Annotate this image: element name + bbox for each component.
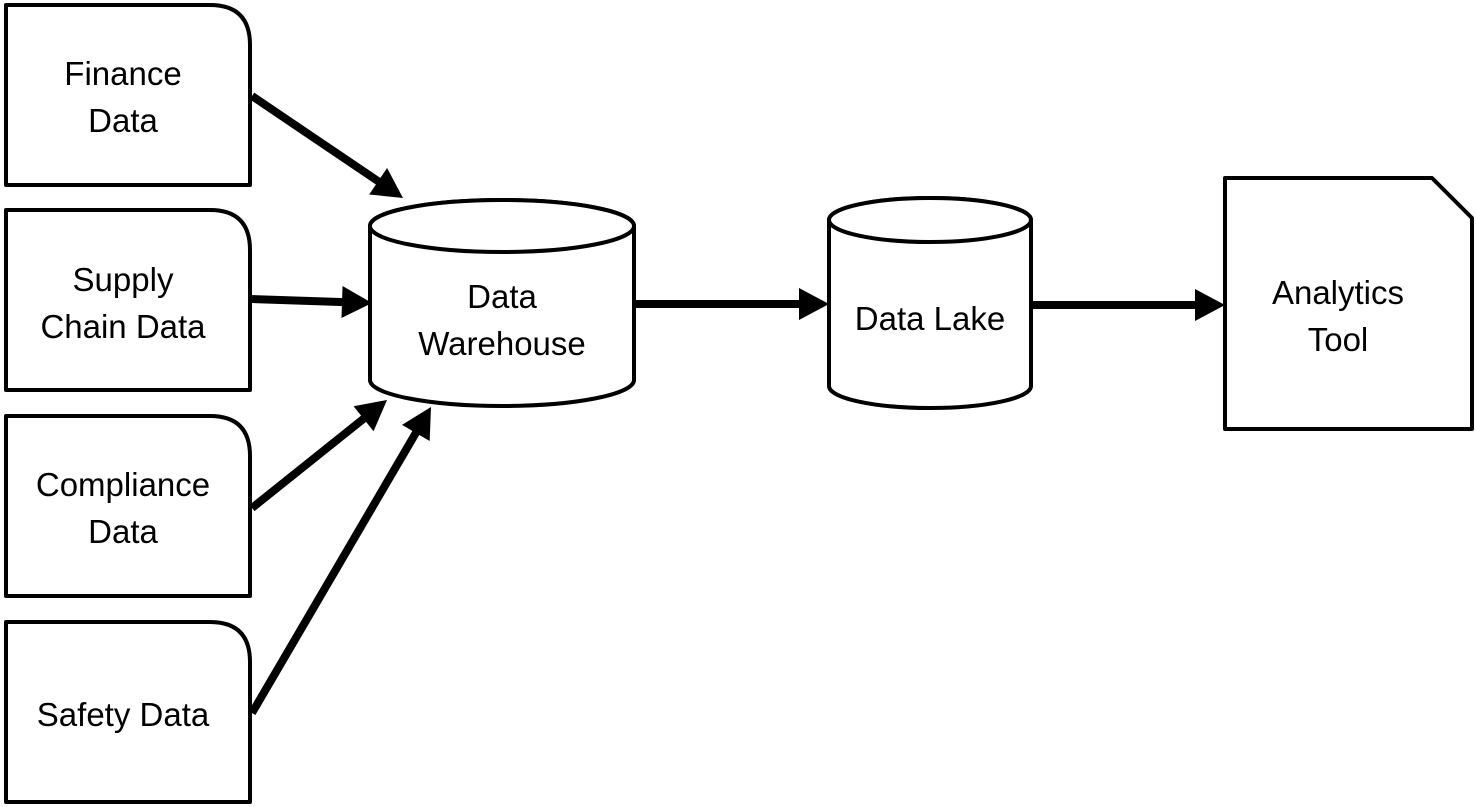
arrow-safety-to-warehouse-shaft	[248, 429, 421, 716]
arrow-lake-to-analytics-head	[1195, 289, 1225, 321]
arrow-compliance-to-warehouse	[249, 400, 387, 512]
source-label-finance-line-2: Data	[88, 102, 158, 139]
source-node-compliance: Compliance Data	[4, 414, 252, 598]
arrow-supply-chain-to-warehouse-head	[341, 286, 372, 318]
warehouse-cylinder-top	[368, 198, 636, 254]
warehouse-label-line-2: Warehouse	[418, 325, 586, 362]
arrow-finance-to-warehouse-head	[369, 167, 403, 198]
arrow-compliance-to-warehouse-shaft	[249, 414, 368, 512]
source-node-finance: Finance Data	[4, 3, 252, 187]
source-box-finance	[4, 3, 252, 187]
source-node-safety: Safety Data	[4, 620, 252, 804]
source-box-compliance	[4, 414, 252, 598]
arrow-warehouse-to-lake-head	[799, 288, 829, 320]
arrow-compliance-to-warehouse-head	[353, 400, 387, 432]
analytics-label-line-1: Analytics	[1272, 274, 1404, 311]
source-label-supply-chain-line-2: Chain Data	[40, 308, 206, 345]
source-node-supply-chain: Supply Chain Data	[4, 208, 252, 392]
lake-node: Data Lake	[827, 196, 1033, 410]
lake-label: Data Lake	[855, 300, 1005, 337]
warehouse-label-line-1: Data	[467, 278, 537, 315]
arrows-layer	[248, 92, 1225, 716]
arrow-warehouse-to-lake	[636, 288, 829, 320]
arrow-safety-to-warehouse-head	[402, 407, 431, 441]
arrow-safety-to-warehouse	[248, 407, 431, 716]
source-label-compliance-line-2: Data	[88, 513, 158, 550]
lake-cylinder-top	[827, 196, 1033, 244]
arrow-finance-to-warehouse-shaft	[249, 92, 383, 186]
source-label-compliance-line-1: Compliance	[36, 466, 210, 503]
source-label-finance-line-1: Finance	[64, 55, 181, 92]
source-label-supply-chain-line-1: Supply	[73, 261, 174, 298]
arrow-supply-chain-to-warehouse-shaft	[251, 295, 345, 307]
analytics-label-line-2: Tool	[1308, 321, 1369, 358]
source-box-safety	[4, 620, 252, 804]
source-label-safety: Safety Data	[37, 696, 210, 733]
source-box-supply-chain	[4, 208, 252, 392]
arrow-supply-chain-to-warehouse	[251, 286, 372, 318]
analytics-box	[1223, 176, 1474, 431]
arrow-lake-to-analytics	[1033, 289, 1225, 321]
analytics-node: Analytics Tool	[1223, 176, 1474, 431]
arrow-finance-to-warehouse	[249, 92, 403, 198]
warehouse-node: Data Warehouse	[368, 198, 636, 408]
